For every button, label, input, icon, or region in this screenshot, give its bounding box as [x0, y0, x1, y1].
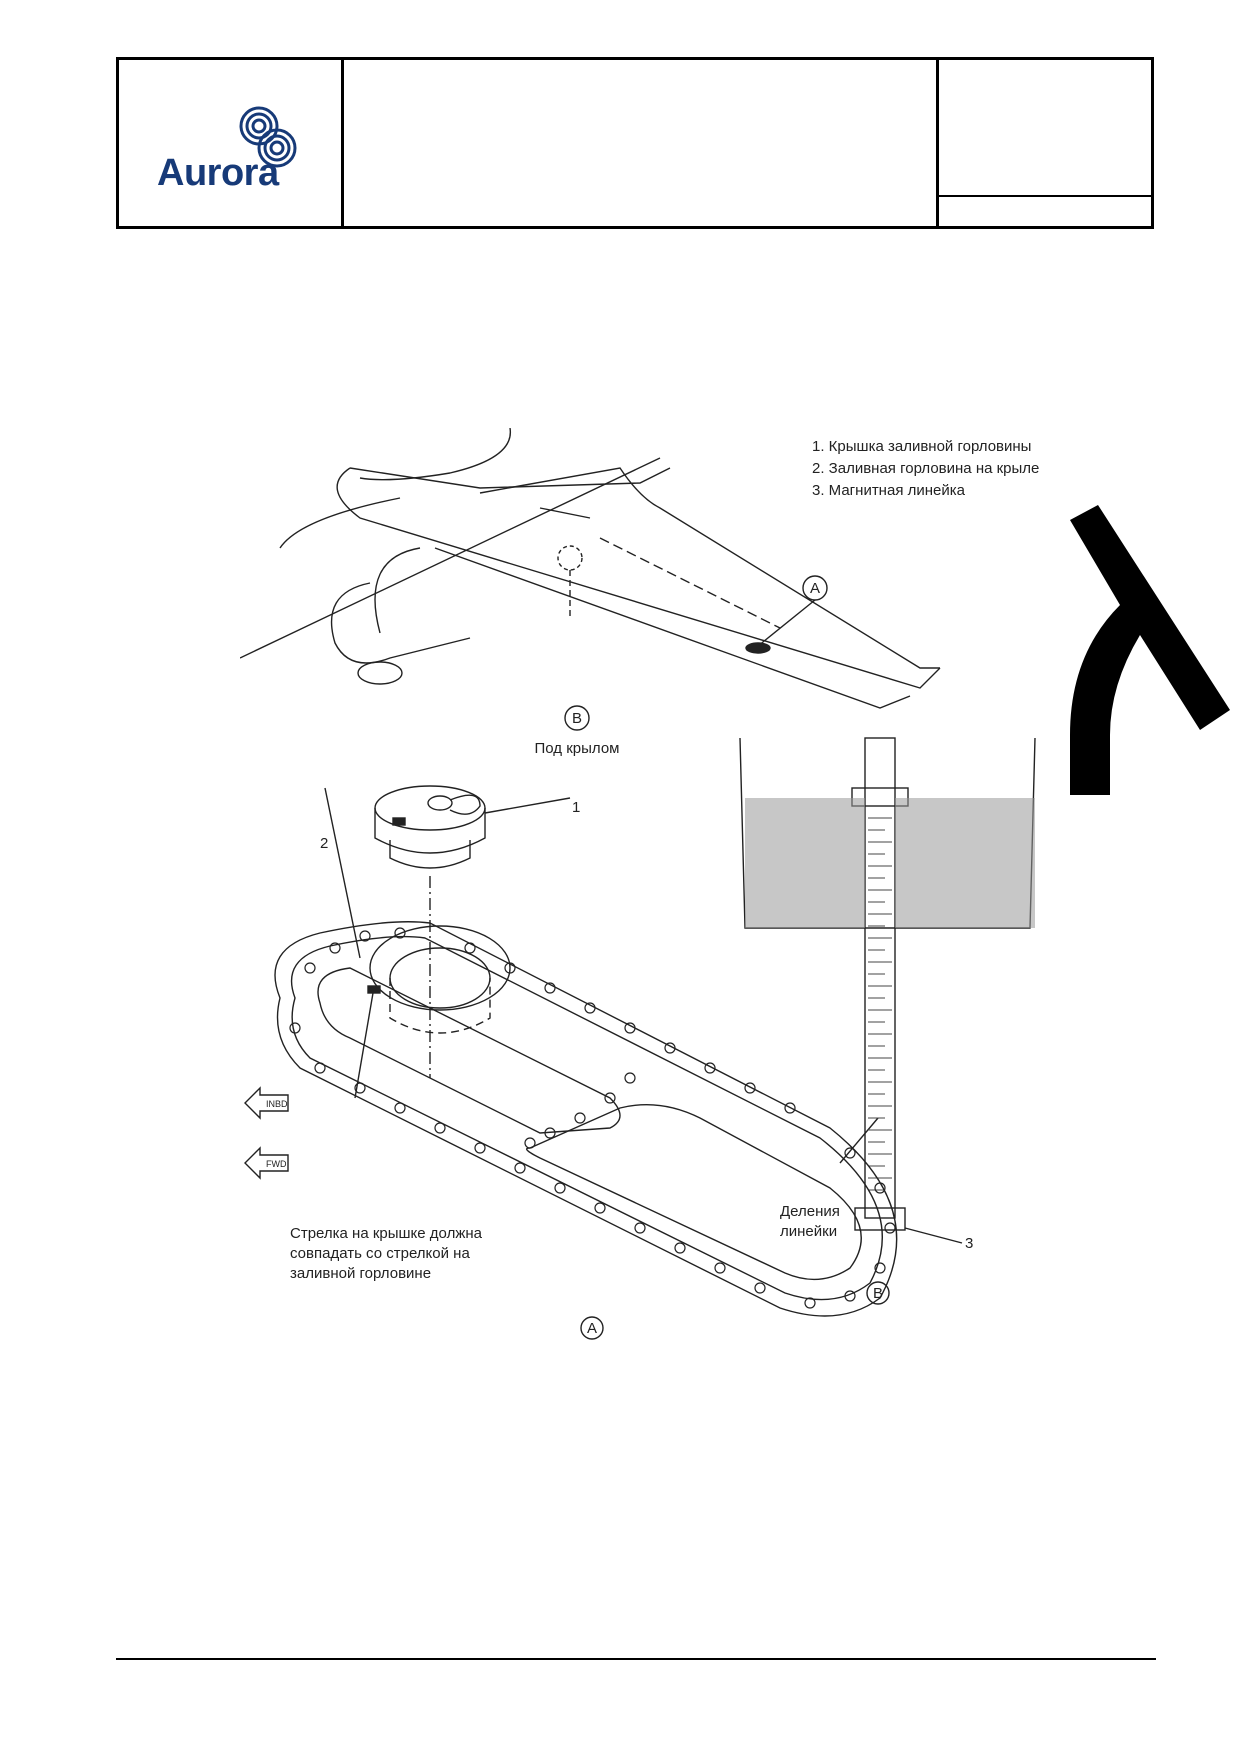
access-panel — [274, 787, 898, 1317]
callout-b-small-label: B — [873, 1285, 883, 1302]
logo-cell: Aurora — [119, 60, 344, 226]
callout-b-circle — [564, 705, 590, 731]
info-cell — [939, 60, 1151, 226]
legend-item-1: 1. Крышка заливной горловины — [812, 438, 1032, 455]
fuel-filler-figure: A B Под крылом 1 2 3 Деления линейки B A… — [239, 427, 1080, 1383]
callout-a-bottom-label: A — [587, 1320, 597, 1337]
figure-drawing: A B Под крылом 1 2 3 Деления линейки B A… — [239, 427, 1036, 1340]
wing-drawing — [239, 427, 941, 709]
ruler-divisions-label-2: линейки — [780, 1223, 837, 1240]
fwd-label: FWD — [266, 1159, 287, 1169]
callout-a-label: A — [810, 580, 820, 597]
item-2-label: 2 — [320, 835, 328, 852]
legend-item-2: 2. Заливная горловина на крыле — [812, 460, 1040, 477]
item-1-label: 1 — [572, 799, 580, 816]
logo-text: Aurora — [157, 152, 279, 194]
filler-cap — [374, 785, 571, 1078]
inbd-label: INBD — [266, 1099, 288, 1109]
aurora-logo-icon — [239, 106, 297, 168]
legend-item-3: 3. Магнитная линейка — [812, 482, 965, 499]
callout-b-small-circle — [866, 1281, 890, 1305]
under-wing-label: Под крылом — [535, 740, 620, 757]
info-cell-bottom — [939, 197, 1151, 226]
title-cell — [344, 60, 939, 226]
callout-a-circle — [802, 575, 828, 601]
arrow-note-line-3: заливной горловине — [290, 1265, 431, 1282]
panel-bolt-holes — [289, 927, 896, 1309]
inbd-arrow-icon — [244, 1086, 289, 1120]
footer-divider — [116, 1658, 1156, 1660]
info-cell-top — [939, 60, 1151, 197]
revision-mark-icon — [1070, 505, 1230, 795]
ruler-divisions-label-1: Деления — [780, 1203, 840, 1220]
fwd-arrow-icon — [244, 1146, 289, 1180]
callout-a-bottom-circle — [580, 1316, 604, 1340]
arrow-note-line-1: Стрелка на крышке должна — [290, 1225, 483, 1242]
item-3-label: 3 — [965, 1235, 973, 1252]
callout-b-label: B — [572, 710, 582, 727]
arrow-note-line-2: совпадать со стрелкой на — [290, 1245, 470, 1262]
document-header: Aurora — [116, 57, 1154, 229]
